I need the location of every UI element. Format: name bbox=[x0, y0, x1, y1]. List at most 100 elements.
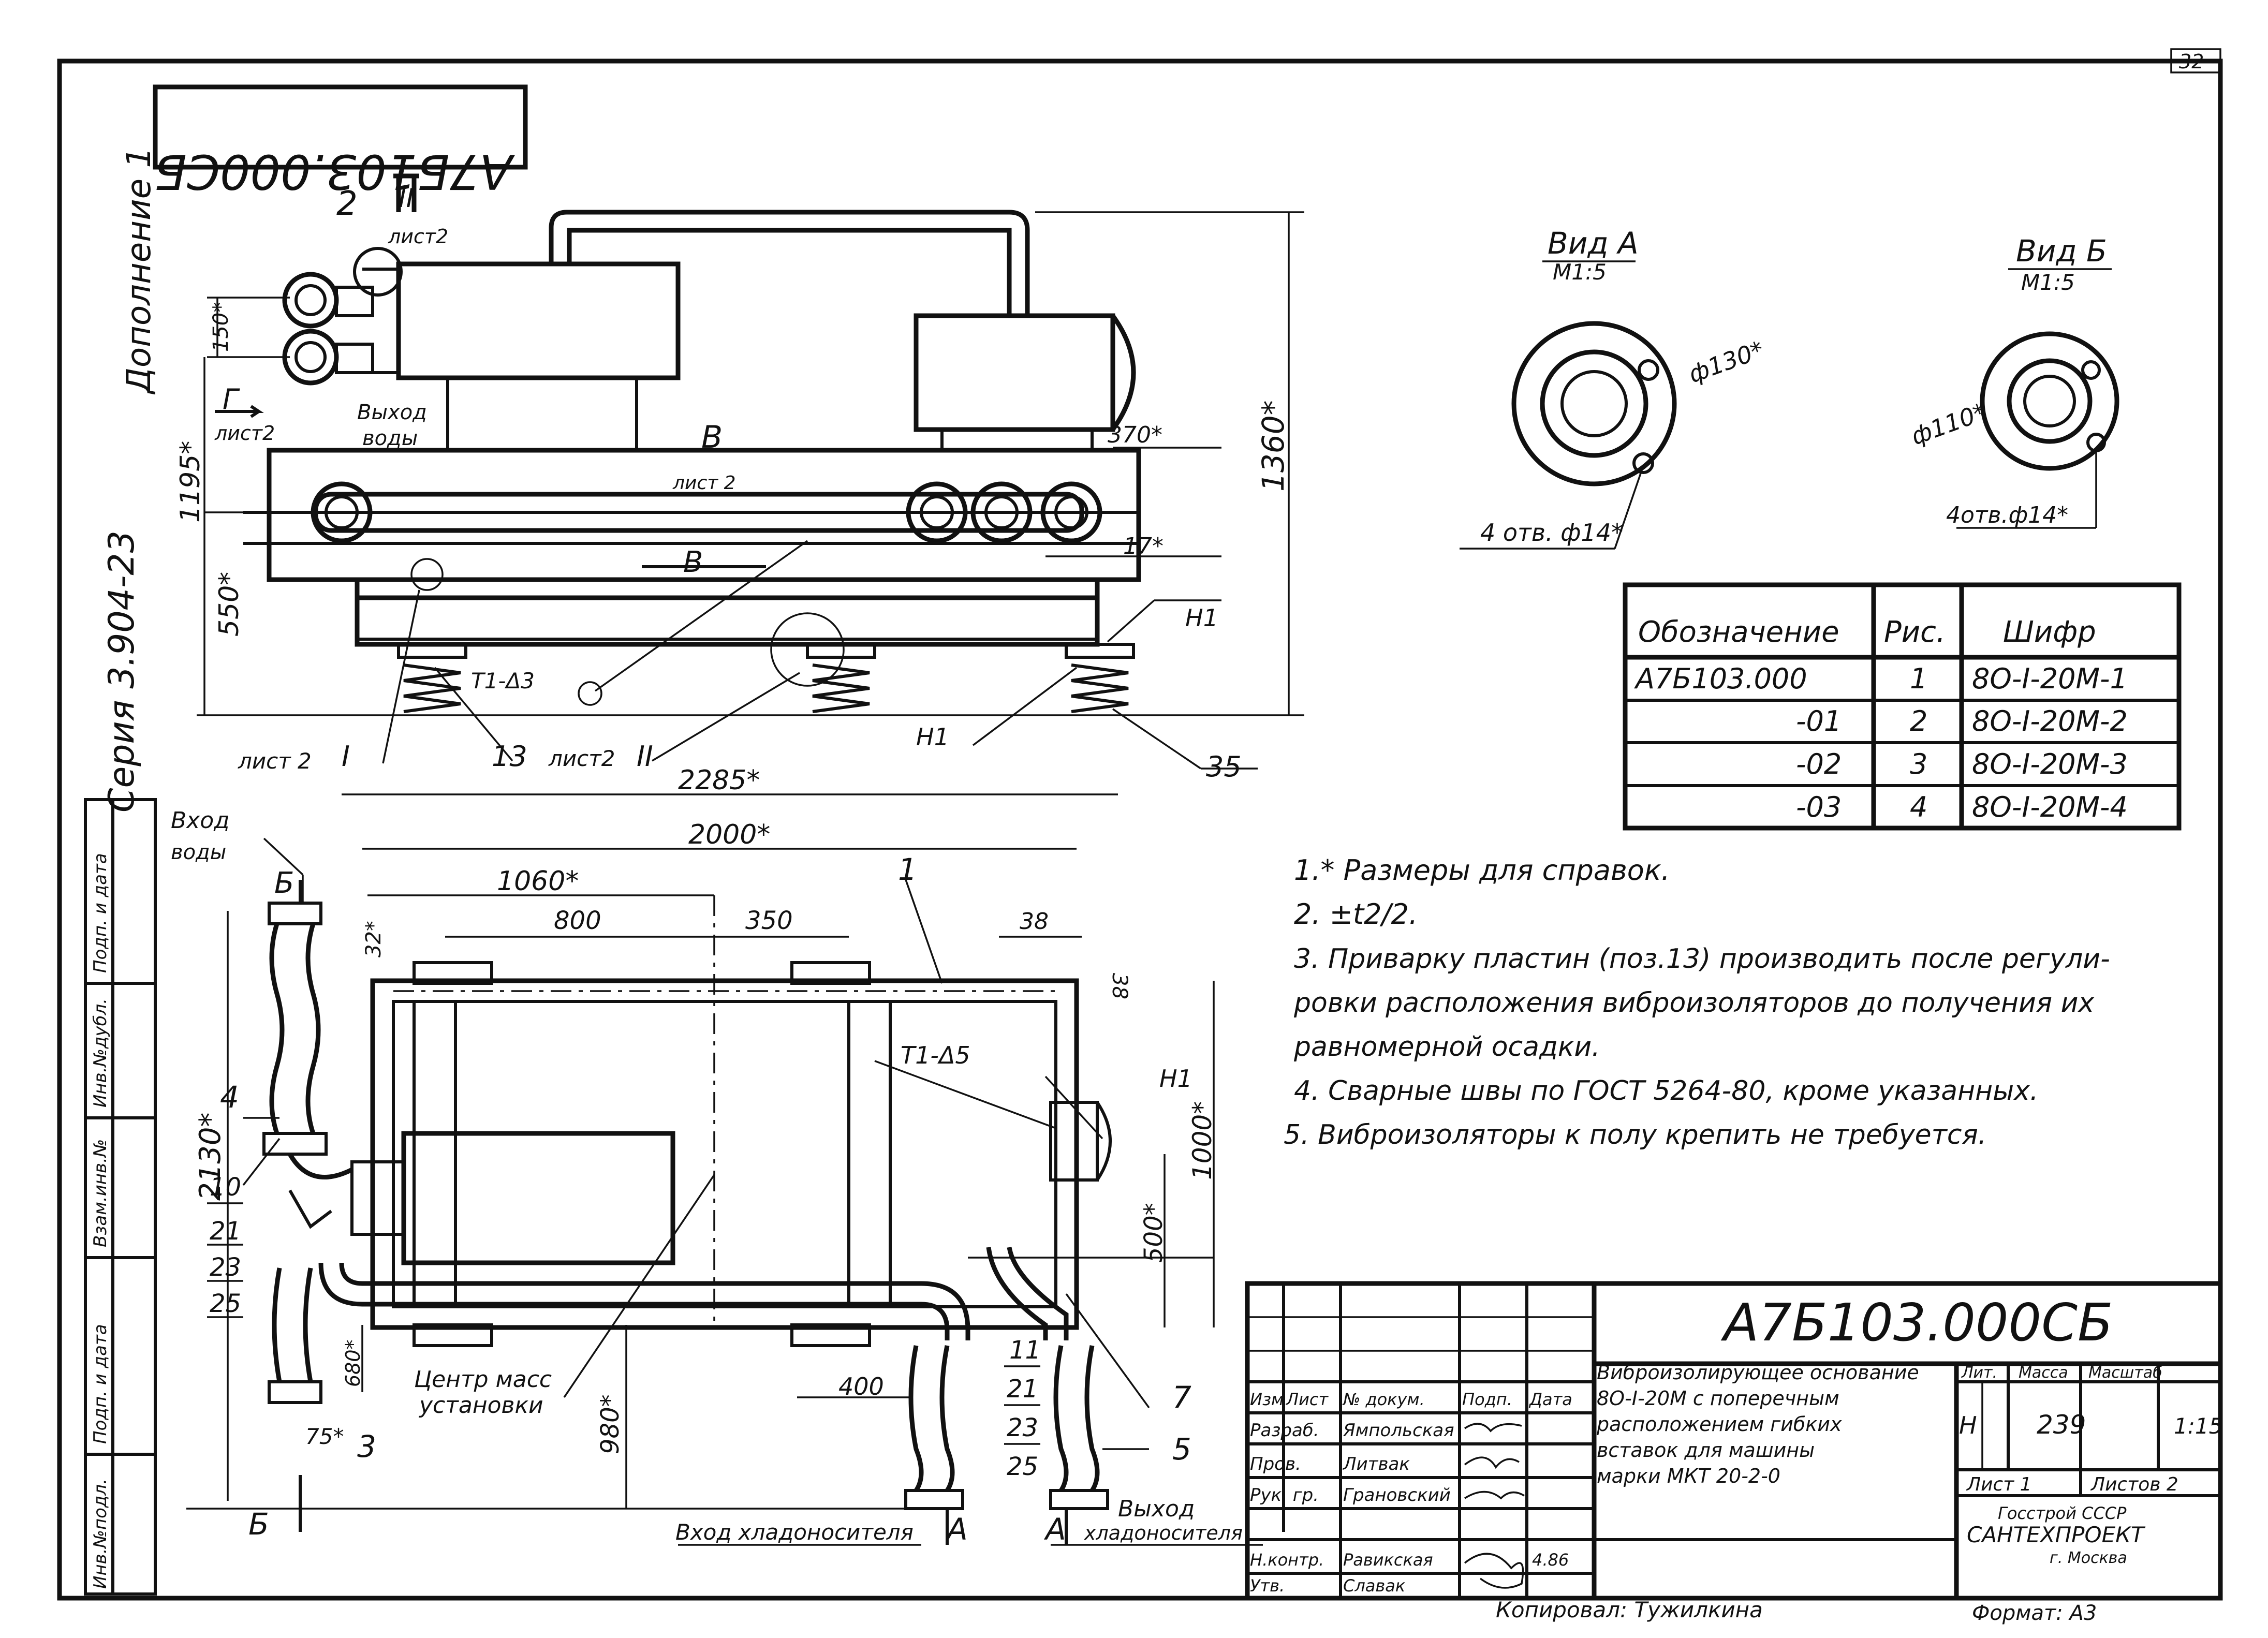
org-3: г. Москва bbox=[2050, 1549, 2127, 1567]
front-outlet: Выход bbox=[1118, 1496, 1195, 1522]
title-desc-5: марки МКТ 20-2-0 bbox=[1597, 1465, 1780, 1487]
front-pos4: 4 bbox=[220, 1080, 239, 1115]
signature-3 bbox=[1464, 1491, 1525, 1500]
outer-frame bbox=[57, 58, 2223, 1601]
front-pos10: 10 bbox=[210, 1173, 241, 1202]
dim-680: 680* bbox=[342, 1339, 364, 1387]
dim-38b: 38 bbox=[1108, 973, 1131, 999]
view-b-diameter: ф110* bbox=[1907, 397, 1990, 450]
title-desc-1: Виброизолирующее основание bbox=[1597, 1361, 1919, 1384]
title-code: А7Б103.000СБ bbox=[1720, 1292, 2113, 1353]
top-list2c: лист 2 bbox=[672, 473, 736, 494]
top-list2: лист2 bbox=[388, 225, 448, 248]
front-pos5: 5 bbox=[1172, 1432, 1191, 1467]
front-center: Центр масс bbox=[414, 1366, 552, 1393]
note-1: 1.* Размеры для справок. bbox=[1294, 854, 1670, 887]
head-izm: Изм bbox=[1250, 1390, 1284, 1409]
sheet-number: Лист 1 bbox=[1966, 1474, 2032, 1495]
spec-table: Обозначение Рис. Шифр А7Б103.000 1 8О-I-… bbox=[1623, 582, 2182, 831]
top-pos13: 13 bbox=[492, 740, 527, 773]
front-a1: А bbox=[945, 1512, 968, 1547]
spec-r3c2: 3 bbox=[1910, 748, 1927, 780]
role-4: Н.контр. bbox=[1250, 1550, 1324, 1570]
front-pos7: 7 bbox=[1172, 1380, 1191, 1415]
corner-box bbox=[2170, 48, 2221, 73]
note-2: 2. ±t2/2. bbox=[1294, 898, 1418, 931]
top-list2-ii: лист2 bbox=[548, 746, 615, 771]
view-b-holes: 4отв.ф14* bbox=[1946, 502, 2068, 528]
front-b-bottom: Б bbox=[248, 1507, 269, 1542]
front-pos25: 25 bbox=[210, 1289, 241, 1318]
note-4: 4. Сварные швы по ГОСТ 5264-80, кроме ук… bbox=[1294, 1075, 2038, 1106]
spec-r1c2: 1 bbox=[1910, 662, 1927, 695]
dim-38: 38 bbox=[1020, 908, 1049, 935]
top-g-mark: Г bbox=[223, 383, 240, 416]
supplement-label: Дополнение 1 bbox=[120, 147, 158, 395]
note-3b: ровки расположения виброизоляторов до по… bbox=[1293, 987, 2095, 1019]
top-roman2b: II bbox=[637, 740, 653, 773]
dim-1060: 1060* bbox=[497, 866, 579, 897]
lit-value: Н bbox=[1959, 1411, 1977, 1439]
front-install: установки bbox=[418, 1392, 543, 1419]
head-sign: Подп. bbox=[1462, 1390, 1512, 1409]
dim-500: 500* bbox=[1139, 1203, 1168, 1263]
front-pos23: 23 bbox=[210, 1253, 241, 1282]
signature-4 bbox=[1464, 1553, 1524, 1589]
footer-format: Формат: А3 bbox=[1972, 1601, 2097, 1625]
role-2: Пров. bbox=[1250, 1454, 1301, 1474]
name-5: Славак bbox=[1343, 1576, 1406, 1596]
dim-2285: 2285* bbox=[678, 765, 760, 796]
dim-980: 980* bbox=[596, 1394, 625, 1454]
stamp-cell-3: Взам.инв.№ bbox=[90, 1139, 111, 1247]
dim-17: 17* bbox=[1123, 533, 1164, 559]
left-stamp: Подп. и дата Инв.№дубл. Взам.инв.№ Подп.… bbox=[84, 798, 157, 1596]
top-h1b: Н1 bbox=[916, 723, 949, 751]
front-b-top: Б bbox=[274, 866, 294, 900]
lit-label: Лит. bbox=[1961, 1364, 1997, 1382]
dim-2130: 2130* bbox=[194, 1112, 227, 1201]
front-pos3: 3 bbox=[357, 1429, 376, 1464]
front-coolant-out: хладоносителя bbox=[1084, 1522, 1243, 1544]
front-pos11: 11 bbox=[1009, 1336, 1041, 1365]
doc-code-box bbox=[153, 84, 528, 170]
spec-header-fig: Рис. bbox=[1884, 615, 1946, 649]
scale-label: Масштаб bbox=[2088, 1364, 2162, 1382]
signature-1 bbox=[1464, 1423, 1522, 1433]
spec-r2c3: 8О-I-20М-2 bbox=[1972, 705, 2128, 737]
footer-copied: Копировал: Тужилкина bbox=[1496, 1597, 1763, 1622]
scale-value: 1:15 bbox=[2174, 1413, 2222, 1439]
front-pos23b: 23 bbox=[1007, 1413, 1038, 1442]
dim-150: 150* bbox=[209, 302, 233, 352]
top-roman1: I bbox=[342, 740, 350, 773]
name-3: Грановский bbox=[1343, 1485, 1451, 1506]
org-2: САНТЕХПРОЕКТ bbox=[1967, 1522, 2146, 1547]
top-outlet: Выход bbox=[357, 401, 427, 424]
spec-r4c3: 8О-I-20М-4 bbox=[1972, 791, 2128, 823]
view-b-title: Вид Б bbox=[2016, 233, 2107, 269]
view-a-holes: 4 отв. ф14* bbox=[1480, 519, 1623, 547]
role-5: Утв. bbox=[1250, 1576, 1285, 1596]
doc-code-rotated: А7Б103.000СБ bbox=[154, 144, 515, 199]
front-view: Вход воды Б 2285* 2000* 1060* 800 350 38… bbox=[171, 765, 1263, 1547]
mass-label: Масса bbox=[2019, 1364, 2068, 1382]
spec-r1c1: А7Б103.000 bbox=[1634, 662, 1807, 695]
dim-400: 400 bbox=[838, 1373, 884, 1400]
name-2: Литвак bbox=[1342, 1454, 1410, 1474]
dim-350: 350 bbox=[745, 906, 793, 935]
dim-370: 370* bbox=[1108, 422, 1162, 448]
front-weld5: Т1-Δ5 bbox=[901, 1041, 970, 1069]
top-list2b: лист2 bbox=[214, 422, 275, 445]
notes: 1.* Размеры для справок. 2. ±t2/2. 3. Пр… bbox=[1284, 854, 2110, 1150]
sheets-total: Листов 2 bbox=[2090, 1474, 2178, 1495]
top-pos35: 35 bbox=[1206, 750, 1242, 783]
front-pos21b: 21 bbox=[1007, 1375, 1038, 1404]
note-5: 5. Виброизоляторы к полу крепить не треб… bbox=[1284, 1119, 1986, 1150]
top-b-mark2: В bbox=[683, 545, 703, 579]
stamp-cell-2: Инв.№дубл. bbox=[90, 998, 111, 1108]
dim-32: 32* bbox=[362, 921, 386, 957]
role-3: Рук. гр. bbox=[1250, 1485, 1319, 1506]
series-label: Серия 3.904-23 bbox=[101, 530, 142, 813]
spec-r2c1: -01 bbox=[1796, 705, 1842, 737]
top-weld: Т1-Δ3 bbox=[471, 668, 535, 693]
